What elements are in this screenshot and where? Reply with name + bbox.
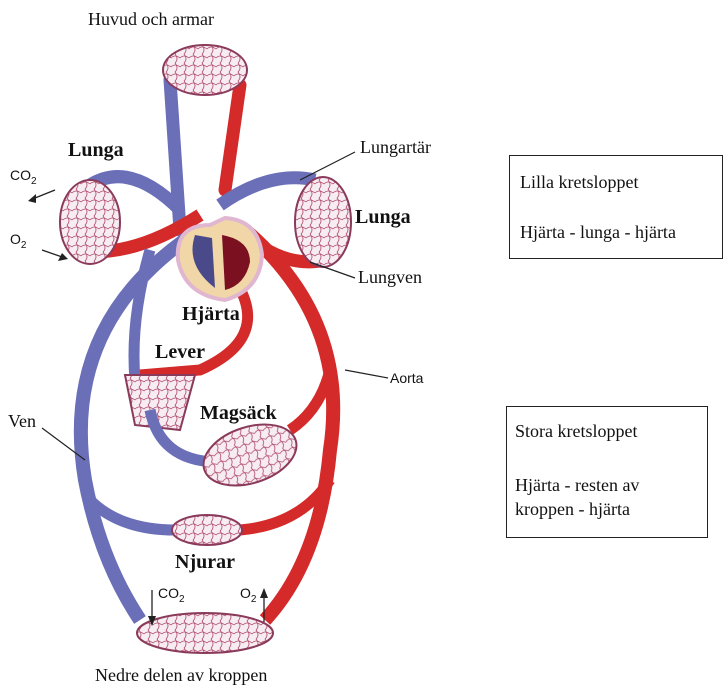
heart-shape <box>178 218 262 300</box>
small-circuit-title: Lilla kretsloppet <box>520 170 638 194</box>
small-circuit-desc: Hjärta - lunga - hjärta <box>520 220 676 244</box>
left-lung-label: Lunga <box>68 140 124 160</box>
o2-lower-label: O2 <box>240 586 256 605</box>
pulmonary-vein-label: Lungven <box>358 268 422 286</box>
right-lung-label: Lunga <box>355 207 411 227</box>
vein-label: Ven <box>8 412 36 430</box>
co2-lower-label: CO2 <box>158 586 185 605</box>
aorta-label: Aorta <box>390 371 423 385</box>
kidney-capillaries <box>172 515 242 545</box>
stomach-label: Magsäck <box>200 403 277 423</box>
head-capillaries <box>163 45 247 95</box>
large-circuit-box: Stora kretsloppet Hjärta - resten av kro… <box>506 406 708 538</box>
left-lung-capillaries <box>60 180 120 264</box>
vein-vessel <box>81 240 185 620</box>
head-arms-label: Huvud och armar <box>88 10 214 28</box>
pulmonary-artery-pointer <box>300 152 355 180</box>
pulmonary-artery-label: Lungartär <box>360 138 431 156</box>
large-circuit-desc-1: Hjärta - resten av <box>515 473 639 497</box>
large-circuit-desc-2: kroppen - hjärta <box>515 497 630 521</box>
large-circuit-title: Stora kretsloppet <box>515 419 637 443</box>
o2-lung-label: O2 <box>10 232 26 251</box>
lower-body-capillaries <box>137 613 273 653</box>
heart-label: Hjärta <box>182 304 240 324</box>
liver-capillaries <box>125 375 195 430</box>
co2-lung-label: CO2 <box>10 168 37 187</box>
liver-label: Lever <box>155 342 205 362</box>
right-lung-capillaries <box>295 177 351 267</box>
lower-body-label: Nedre delen av kroppen <box>95 666 267 684</box>
kidney-loop <box>90 480 330 545</box>
aorta-pointer <box>345 370 388 378</box>
small-circuit-box: Lilla kretsloppet Hjärta - lunga - hjärt… <box>509 155 723 259</box>
kidneys-label: Njurar <box>175 552 235 572</box>
